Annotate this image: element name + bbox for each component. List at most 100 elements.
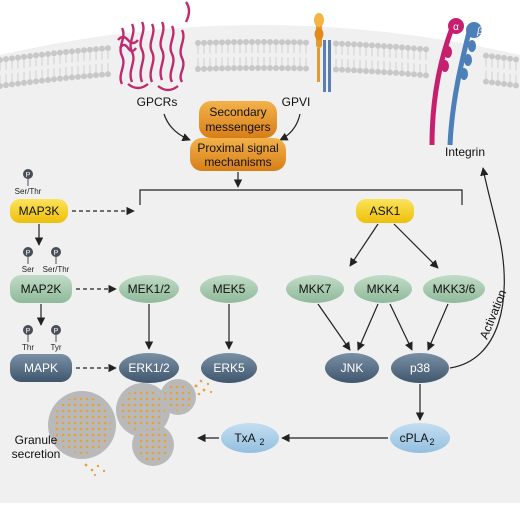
lipid-head bbox=[285, 65, 291, 72]
lipid-head bbox=[417, 45, 423, 52]
jnk-node: JNK bbox=[325, 353, 379, 383]
lipid-head bbox=[483, 78, 489, 85]
lipid-head bbox=[495, 80, 501, 87]
phospho-residue-label: Tyr bbox=[50, 343, 61, 352]
integrin-label: Integrin bbox=[445, 145, 485, 159]
phospho-residue-label: Ser bbox=[22, 265, 35, 274]
lipid-head bbox=[219, 39, 225, 46]
lipid-head bbox=[393, 69, 399, 76]
gpcr-receptor-icon bbox=[117, 1, 191, 92]
lipid-head bbox=[15, 80, 21, 87]
mkk36-to-p38-arrow bbox=[427, 303, 449, 351]
lipid-head bbox=[27, 53, 33, 60]
ask1-label: ASK1 bbox=[370, 204, 401, 218]
erk12-label: ERK1/2 bbox=[128, 361, 170, 375]
phospho-p-label: P bbox=[54, 250, 59, 257]
lipid-head bbox=[345, 41, 351, 48]
lipid-head bbox=[243, 65, 249, 72]
lipid-head bbox=[63, 75, 69, 82]
lipid-head bbox=[57, 75, 63, 82]
lipid-head bbox=[273, 39, 279, 46]
lipid-head bbox=[69, 48, 75, 55]
lipid-head bbox=[369, 42, 375, 49]
phospho-circle bbox=[23, 169, 33, 179]
lipid-head bbox=[51, 76, 57, 83]
lipid-head bbox=[249, 39, 255, 46]
proximal-signal-box: Proximal signal mechanisms bbox=[190, 138, 286, 171]
lipid-head bbox=[423, 46, 429, 53]
mek12-node: MEK1/2 bbox=[119, 275, 179, 303]
lipid-head bbox=[369, 68, 375, 75]
lipid-head bbox=[285, 39, 291, 46]
lipid-head bbox=[339, 40, 345, 47]
lipid-head bbox=[411, 45, 417, 52]
lipid-head bbox=[489, 79, 495, 86]
lipid-head bbox=[399, 70, 405, 77]
mkk4-to-p38-arrow bbox=[389, 303, 413, 351]
lipid-head bbox=[303, 39, 309, 46]
lipid-head bbox=[207, 65, 213, 72]
gpvi-receptor-icon bbox=[314, 13, 331, 92]
lipid-head bbox=[75, 47, 81, 54]
lipid-head bbox=[21, 53, 27, 60]
mkk36-label: MKK3/6 bbox=[433, 282, 476, 296]
lipid-head bbox=[21, 79, 27, 86]
map2k-phospho-ser: P Ser bbox=[22, 247, 35, 274]
txa2-node: TxA 2 bbox=[221, 423, 279, 453]
cytoplasm-background bbox=[0, 25, 520, 503]
lipid-head bbox=[357, 41, 363, 48]
lipid-head bbox=[501, 80, 507, 87]
granule-line-1: Granule bbox=[15, 433, 58, 447]
lipid-head bbox=[225, 39, 231, 46]
erk12-node: ERK1/2 bbox=[119, 353, 179, 383]
lipid-head bbox=[105, 71, 111, 78]
lipid-head bbox=[417, 71, 423, 78]
mek12-label: MEK1/2 bbox=[128, 282, 171, 296]
txa2-label: TxA bbox=[234, 431, 255, 445]
lipid-head bbox=[357, 67, 363, 74]
lipid-head bbox=[75, 73, 81, 80]
gpcrs-label: GPCRs bbox=[137, 95, 178, 109]
lipid-head bbox=[279, 39, 285, 46]
cell-membrane bbox=[0, 39, 519, 89]
erk5-label: ERK5 bbox=[213, 361, 245, 375]
phospho-p-label: P bbox=[26, 250, 31, 257]
lipid-head bbox=[333, 66, 339, 73]
lipid-head bbox=[45, 76, 51, 83]
ask1-node: ASK1 bbox=[356, 199, 414, 223]
mapk-node: MAPK bbox=[10, 354, 72, 382]
lipid-head bbox=[501, 54, 507, 61]
mkk4-node: MKK4 bbox=[354, 275, 412, 303]
lipid-head bbox=[231, 65, 237, 72]
mkk7-node: MKK7 bbox=[286, 275, 344, 303]
secondary-line-1: Secondary bbox=[209, 105, 266, 119]
lipid-head bbox=[507, 81, 513, 88]
lipid-head bbox=[507, 55, 513, 62]
lipid-head bbox=[33, 52, 39, 59]
lipid-head bbox=[351, 67, 357, 74]
lipid-head bbox=[363, 67, 369, 74]
phospho-residue-label: Ser/Thr bbox=[15, 187, 42, 196]
lipid-head bbox=[297, 65, 303, 72]
gpvi-to-messengers-arrow bbox=[279, 113, 301, 141]
mkk7-label: MKK7 bbox=[299, 282, 332, 296]
mkk7-to-jnk-arrow bbox=[317, 303, 351, 351]
lipid-head bbox=[393, 43, 399, 50]
lipid-head bbox=[45, 50, 51, 57]
lipid-head bbox=[231, 39, 237, 46]
lipid-head bbox=[213, 39, 219, 46]
map2k-label: MAP2K bbox=[21, 282, 62, 296]
lipid-head bbox=[57, 49, 63, 56]
lipid-head bbox=[63, 49, 69, 56]
lipid-head bbox=[9, 81, 15, 88]
phospho-circle bbox=[23, 247, 33, 257]
lipid-head bbox=[291, 65, 297, 72]
activation-arrow bbox=[449, 167, 505, 369]
ask1-to-mkk36-arrow bbox=[393, 223, 439, 269]
lipid-head bbox=[255, 65, 261, 72]
lipid-head bbox=[243, 39, 249, 46]
